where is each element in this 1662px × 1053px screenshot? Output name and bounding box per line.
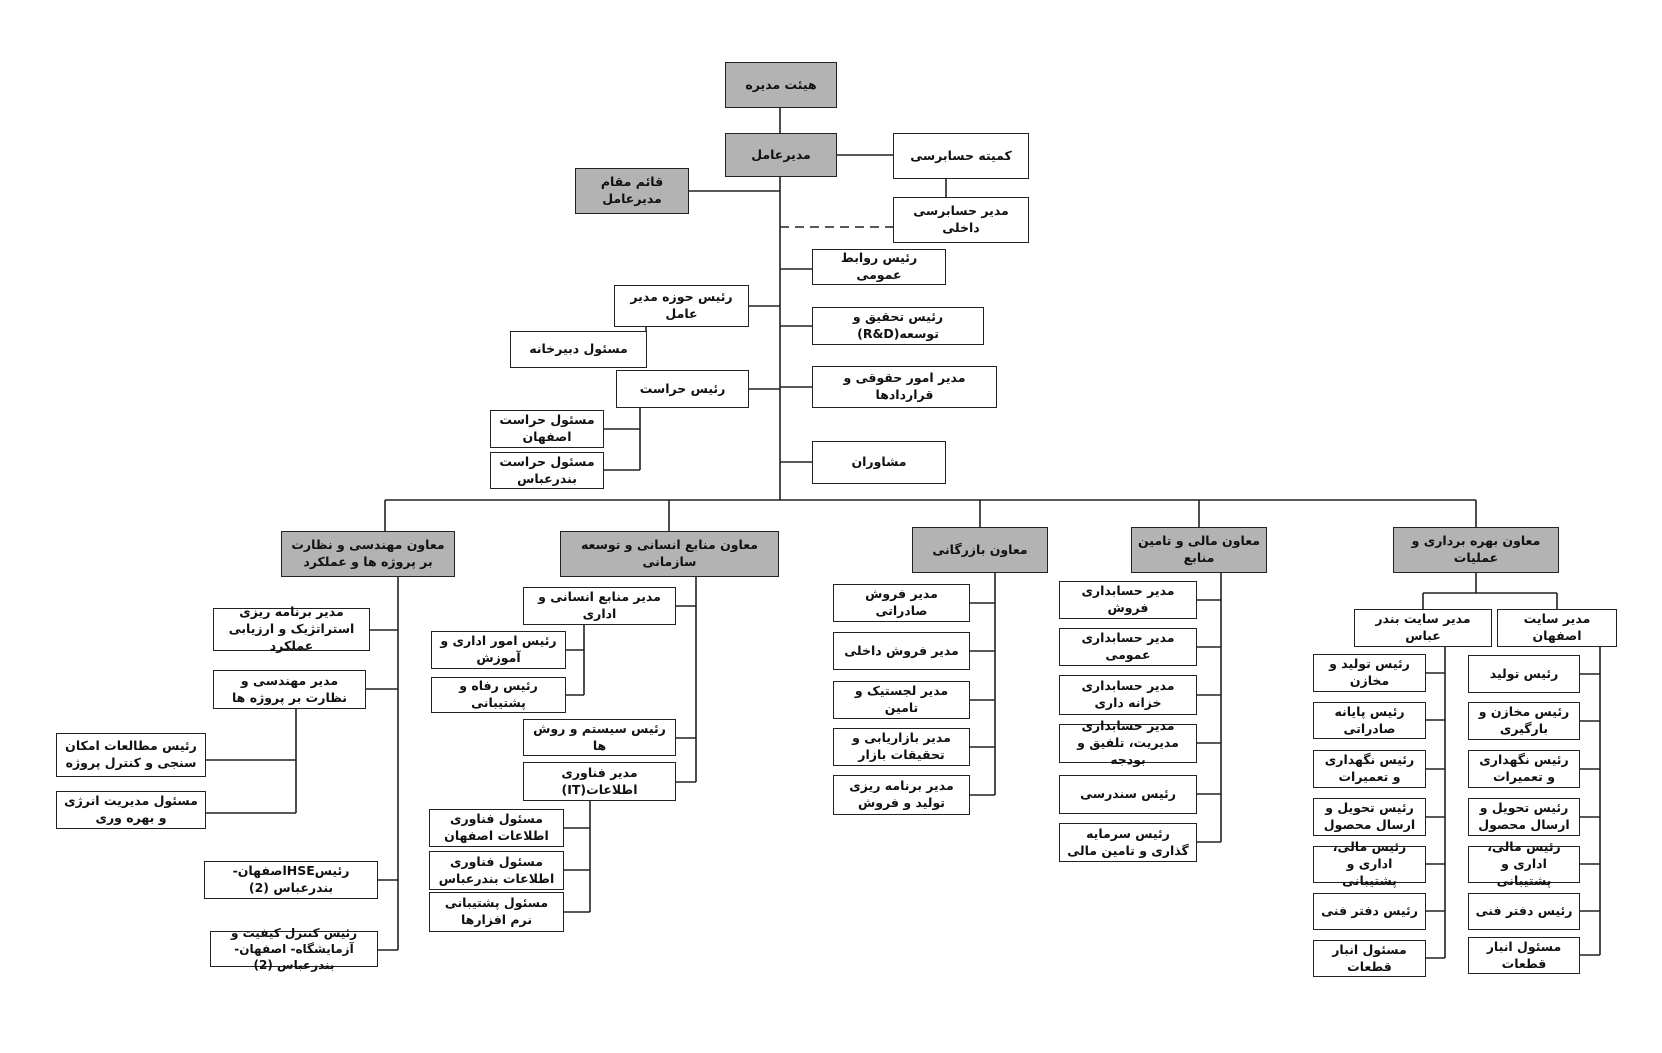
security-head-box: رئیس حراست <box>616 370 749 408</box>
bnd-maintenance-box: رئیس نگهداری و تعمیرات <box>1313 750 1426 788</box>
vp-commercial-box: معاون بازرگانی <box>912 527 1048 573</box>
eng-strategic-box: مدیر برنامه ریزی استراتژیک و ارزیابی عمل… <box>213 604 370 653</box>
hr-welfare-box: رئیس رفاه و پشتیبانی <box>431 677 566 713</box>
com-logistics-box: مدیر لجستیک و تامین <box>833 681 970 719</box>
isf-finance-box: رئیس مالی، اداری و پشتیبانی <box>1468 839 1580 888</box>
fin-sales-acc-box: مدیر حسابداری فروش <box>1059 581 1197 619</box>
eng-feasibility-box: رئیس مطالعات امکان سنجی و کنترل پروژه <box>56 733 206 777</box>
bnd-finance-box: رئیس مالی، اداری و پشتیبانی <box>1313 839 1426 888</box>
hr-it-box: مدیر فناوری اطلاعات(IT) <box>523 762 676 801</box>
ops-isfahan-site-box: مدیر سایت اصفهان <box>1497 609 1617 647</box>
isf-production-box: رئیس تولید <box>1468 655 1580 693</box>
ceo-office-head-box: رئیس حوزه مدیر عامل <box>614 285 749 327</box>
eng-manager-box: مدیر مهندسی و نظارت بر پروژه ها <box>213 670 366 709</box>
eng-hse-box: رئیسHSEاصفهان- بندرعباس (2) <box>204 861 378 899</box>
com-export-box: مدیر فروش صادراتی <box>833 584 970 622</box>
fin-treasury-box: مدیر حسابداری خزانه داری <box>1059 675 1197 715</box>
secretariat-box: مسئول دبیرخانه <box>510 331 647 368</box>
legal-box: مدیر امور حقوقی و قراردادها <box>812 366 997 408</box>
advisors-box: مشاوران <box>812 441 946 484</box>
it-bandar-box: مسئول فناوری اطلاعات بندرعباس <box>429 851 564 890</box>
fin-management-acc-box: مدیر حسابداری مدیریت، تلفیق و بودجه <box>1059 718 1197 767</box>
hr-systems-box: رئیس سیستم و روش ها <box>523 719 676 756</box>
internal-audit-box: مدیر حسابرسی داخلی <box>893 197 1029 243</box>
eng-qc-box: رئیس کنترل کیفیت و آزمایشگاه- اصفهان- بن… <box>210 926 378 972</box>
bnd-production-box: رئیس تولید و مخازن <box>1313 654 1426 692</box>
isf-technical-box: رئیس دفتر فنی <box>1468 893 1580 930</box>
public-relations-box: رئیس روابط عمومی <box>812 249 946 285</box>
isf-storage-box: رئیس مخازن و بارگیری <box>1468 702 1580 740</box>
com-domestic-box: مدیر فروش داخلی <box>833 632 970 670</box>
isf-delivery-box: رئیس تحویل و ارسال محصول <box>1468 798 1580 836</box>
security-bandar-box: مسئول حراست بندرعباس <box>490 452 604 489</box>
vp-operations-box: معاون بهره برداری و عملیات <box>1393 527 1559 573</box>
vp-engineering-box: معاون مهندسی و نظارت بر پروژه ها و عملکر… <box>281 531 455 577</box>
eng-energy-box: مسئول مدیریت انرژی و بهره وری <box>56 791 206 829</box>
it-isfahan-box: مسئول فناوری اطلاعات اصفهان <box>429 809 564 847</box>
bnd-technical-box: رئیس دفتر فنی <box>1313 893 1426 930</box>
security-isfahan-box: مسئول حراست اصفهان <box>490 410 604 448</box>
board-box: هیئت مدیره <box>725 62 837 108</box>
ops-bandar-site-box: مدیر سایت بندر عباس <box>1354 609 1492 647</box>
com-planning-box: مدیر برنامه ریزی تولید و فروش <box>833 775 970 815</box>
it-software-box: مسئول پشتیبانی نرم افزارها <box>429 892 564 932</box>
bnd-delivery-box: رئیس تحویل و ارسال محصول <box>1313 798 1426 836</box>
ceo-box: مدیرعامل <box>725 133 837 177</box>
com-marketing-box: مدیر بازاریابی و تحقیقات بازار <box>833 728 970 766</box>
isf-warehouse-box: مسئول انبار قطعات <box>1468 937 1580 974</box>
bnd-terminal-box: رئیس پایانه صادراتی <box>1313 702 1426 739</box>
hr-admin-box: رئیس امور اداری و آموزش <box>431 631 566 669</box>
deputy-ceo-box: قائم مقام مدیرعامل <box>575 168 689 214</box>
fin-general-acc-box: مدیر حسابداری عمومی <box>1059 628 1197 666</box>
vp-hr-box: معاون منابع انسانی و توسعه سازمانی <box>560 531 779 577</box>
fin-documents-box: رئیس سندرسی <box>1059 775 1197 814</box>
rnd-box: رئیس تحقیق و توسعه(R&D) <box>812 307 984 345</box>
audit-committee-box: کمیته حسابرسی <box>893 133 1029 179</box>
vp-finance-box: معاون مالی و تامین منابع <box>1131 527 1267 573</box>
fin-investment-box: رئیس سرمایه گذاری و تامین مالی <box>1059 823 1197 862</box>
hr-manager-box: مدیر منابع انسانی و اداری <box>523 587 676 625</box>
bnd-warehouse-box: مسئول انبار قطعات <box>1313 940 1426 977</box>
isf-maintenance-box: رئیس نگهداری و تعمیرات <box>1468 750 1580 788</box>
